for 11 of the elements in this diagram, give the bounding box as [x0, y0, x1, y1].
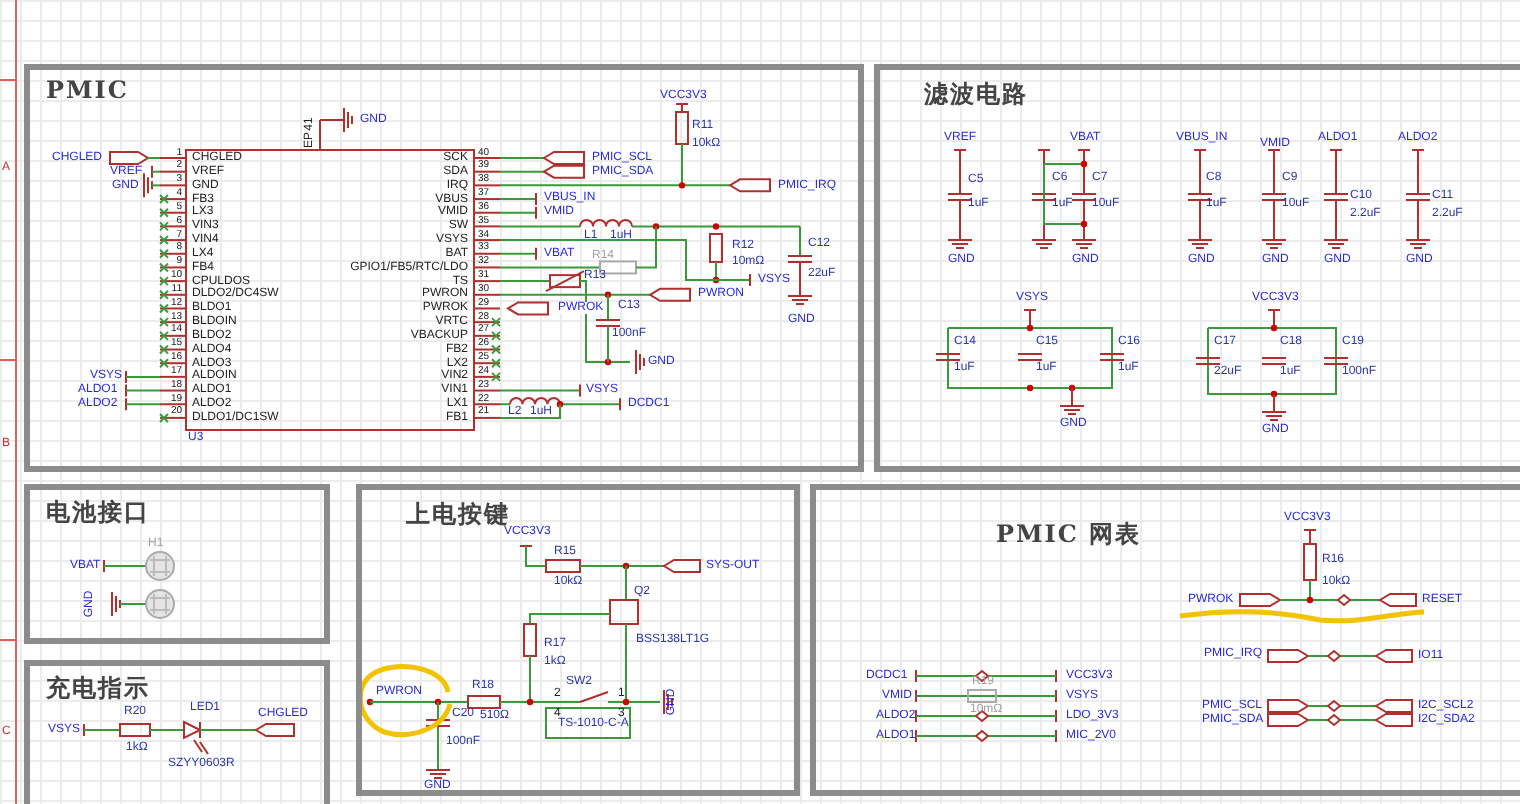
- section-panel: [24, 64, 864, 472]
- section-title: 电池接口: [46, 496, 150, 530]
- section-title: 充电指示: [46, 672, 150, 705]
- section-panel: [810, 484, 1520, 796]
- section-panel: [356, 484, 800, 796]
- section-title: 滤波电路: [924, 78, 1028, 112]
- section-panel: [24, 484, 330, 644]
- section-title: PMIC 网表: [996, 518, 1142, 552]
- section-title: PMIC: [46, 76, 129, 104]
- section-panel: [874, 64, 1520, 472]
- section-panel: [24, 660, 330, 804]
